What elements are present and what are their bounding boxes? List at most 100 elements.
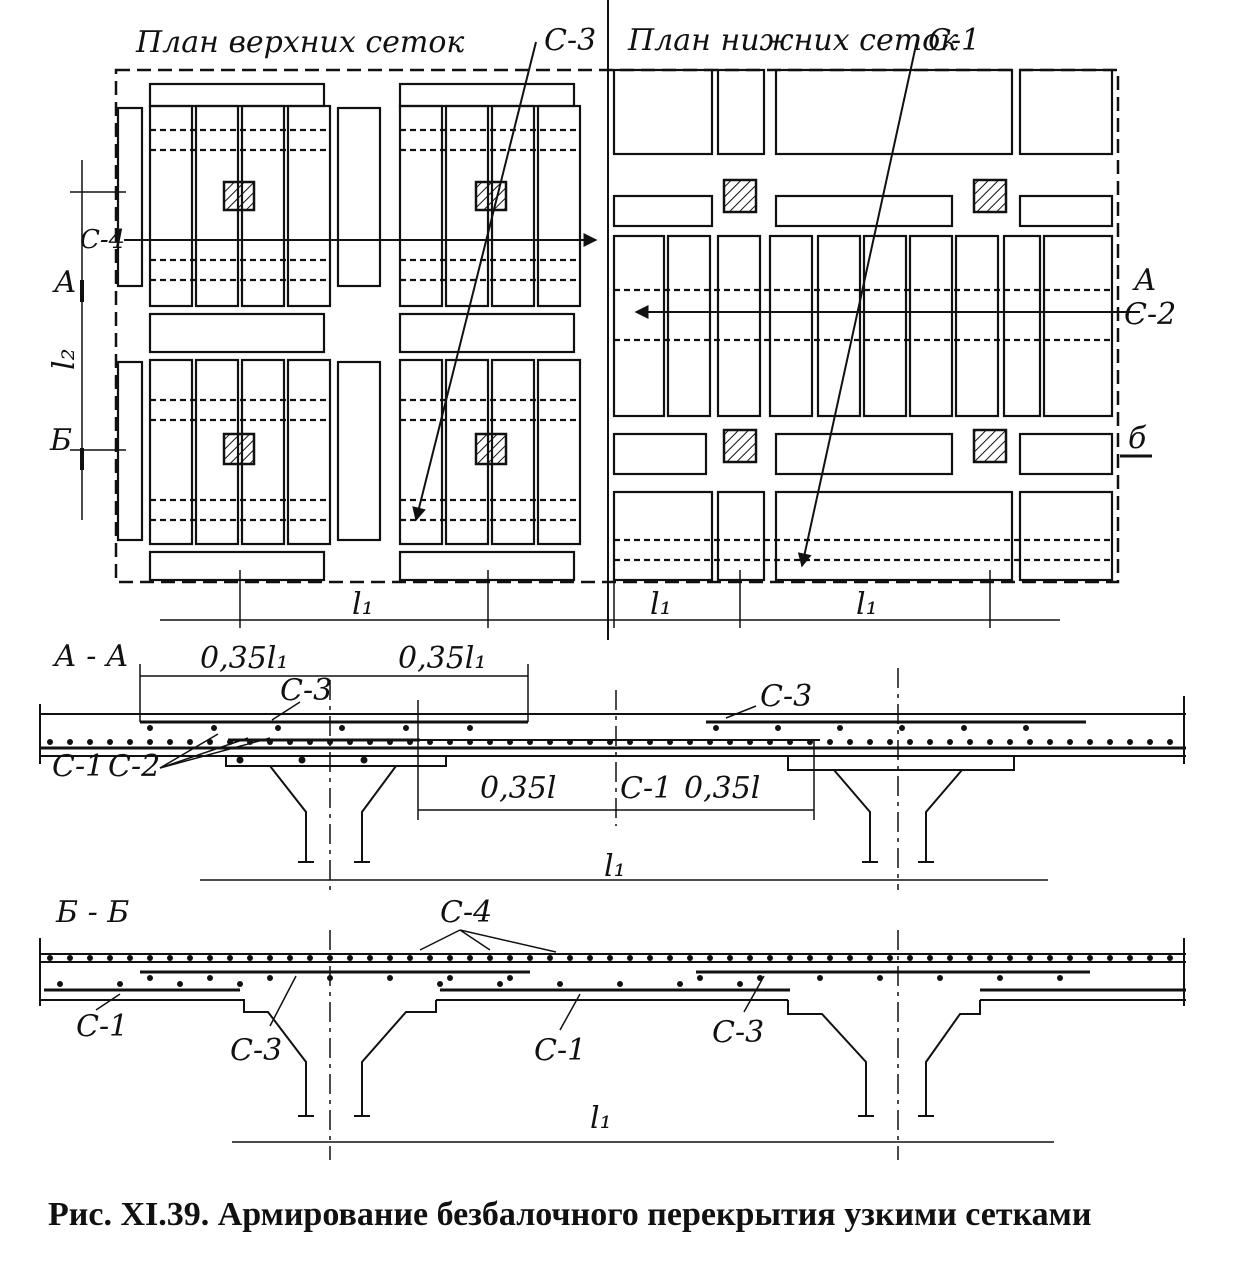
- l1-plan-label-2: l₁: [650, 587, 672, 622]
- rebar-dot: [899, 725, 905, 731]
- rebar-dot: [547, 955, 553, 961]
- rebar-dot: [727, 739, 733, 745]
- section-bb: Б - Б С-4 С-1 С-3 С-1 С-: [39, 895, 1186, 1160]
- rebar-dot: [327, 975, 333, 981]
- rebar-dot: [147, 955, 153, 961]
- rebar-dot: [827, 739, 833, 745]
- rebar-dot: [587, 739, 593, 745]
- rebar-dot: [647, 739, 653, 745]
- rebar-dot: [447, 955, 453, 961]
- section-a-right-label: А: [1132, 263, 1157, 298]
- section-b-right-label: б: [1128, 421, 1147, 456]
- rebar-dot: [1167, 955, 1173, 961]
- rebar-dot: [527, 955, 533, 961]
- column-square: [474, 432, 508, 466]
- rebar-dot: [367, 955, 373, 961]
- rebar-dot: [607, 739, 613, 745]
- section-b-left-label: Б: [49, 423, 72, 458]
- rebar-dot: [697, 975, 703, 981]
- rebar-dot: [607, 955, 613, 961]
- rebar-dot: [437, 981, 443, 987]
- rebar-dot: [47, 739, 53, 745]
- rebar-dot: [267, 975, 273, 981]
- rebar-dot: [67, 955, 73, 961]
- rebar-dot: [627, 739, 633, 745]
- rebar-dot: [527, 739, 533, 745]
- rebar-dot: [907, 955, 913, 961]
- rebar-dot: [927, 739, 933, 745]
- rebar-dot: [407, 955, 413, 961]
- rebar-dot: [339, 725, 345, 731]
- rebar-dot: [447, 739, 453, 745]
- column-square: [222, 432, 256, 466]
- rebar-dot: [567, 739, 573, 745]
- rebar-dot: [127, 955, 133, 961]
- rebar-dot: [937, 975, 943, 981]
- rebar-dot: [147, 739, 153, 745]
- rebar-dot: [667, 739, 673, 745]
- rebar-dot: [627, 955, 633, 961]
- rebar-dot: [667, 955, 673, 961]
- rebar-dot: [987, 955, 993, 961]
- rebar-dot: [360, 756, 368, 764]
- c1-placement-line: [797, 35, 919, 568]
- rebar-dot: [267, 739, 273, 745]
- rebar-dot: [147, 975, 153, 981]
- rebar-dot: [687, 739, 693, 745]
- rebar-dot: [298, 756, 306, 764]
- rebar-dot: [57, 981, 63, 987]
- rebar-dot: [707, 739, 713, 745]
- rebar-dot: [347, 955, 353, 961]
- rebar-dot: [775, 725, 781, 731]
- rebar-dot: [427, 955, 433, 961]
- rebar-dot: [467, 725, 473, 731]
- l1-plan-label-1: l₁: [352, 587, 374, 622]
- bb-c1-left-label: С-1: [76, 1009, 128, 1044]
- rebar-dot: [1067, 739, 1073, 745]
- rebar-dot: [236, 756, 244, 764]
- column-square: [722, 428, 758, 464]
- rebar-dot: [817, 975, 823, 981]
- rebar-dot: [211, 725, 217, 731]
- rebar-dot: [1127, 955, 1133, 961]
- bb-c4-label: С-4: [440, 895, 492, 930]
- rebar-dot: [747, 955, 753, 961]
- rebar-dot: [1167, 739, 1173, 745]
- rebar-dots: [47, 725, 1173, 987]
- rebar-dot: [247, 739, 253, 745]
- column-square: [972, 178, 1008, 214]
- c2-plan-label: С-2: [1124, 297, 1176, 332]
- rebar-dot: [757, 975, 763, 981]
- rebar-dot: [207, 739, 213, 745]
- rebar-dot: [647, 955, 653, 961]
- rebar-dot: [1023, 725, 1029, 731]
- rebar-dot: [987, 739, 993, 745]
- upper-mesh-plan-title: План верхних сеток: [135, 25, 464, 60]
- plan-view: План верхних сеток План нижних сеток С-3…: [47, 0, 1176, 640]
- rebar-dot: [1057, 975, 1063, 981]
- rebar-dot: [127, 739, 133, 745]
- slab-outline: [114, 68, 1120, 584]
- rebar-dot: [467, 739, 473, 745]
- rebar-dot: [707, 955, 713, 961]
- rebar-dot: [1127, 739, 1133, 745]
- rebar-dot: [587, 955, 593, 961]
- dim-035l1-left: 0,35l₁: [200, 641, 288, 676]
- reinforcement-drawing: План верхних сеток План нижних сеток С-3…: [39, 0, 1186, 1160]
- rebar-dot: [847, 955, 853, 961]
- rebar-dot: [487, 739, 493, 745]
- rebar-dot: [327, 739, 333, 745]
- column-square: [722, 178, 758, 214]
- dim-035l-right: 0,35l: [684, 771, 760, 806]
- rebar-dot: [467, 955, 473, 961]
- rebar-dot: [747, 739, 753, 745]
- rebar-dot: [287, 955, 293, 961]
- rebar-dot: [867, 739, 873, 745]
- rebar-dot: [187, 739, 193, 745]
- aa-c1-mid-label: С-1: [620, 771, 672, 806]
- rebar-dot: [407, 739, 413, 745]
- rebar-dot: [737, 981, 743, 987]
- rebar-dot: [927, 955, 933, 961]
- bb-c3-left-label: С-3: [230, 1033, 282, 1068]
- l1-plan-label-3: l₁: [856, 587, 878, 622]
